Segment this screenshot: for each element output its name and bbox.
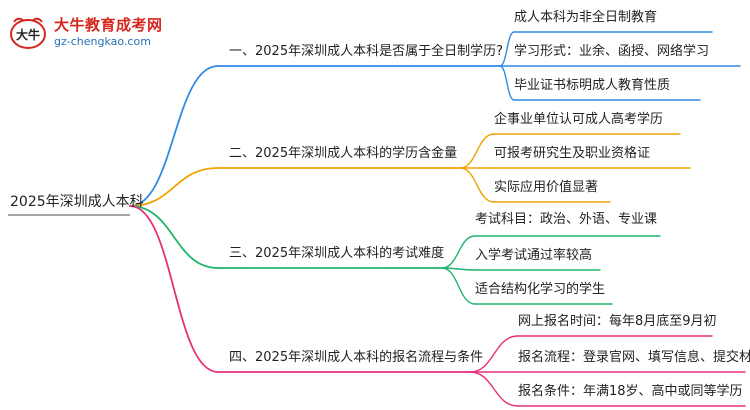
branch-1-leaf-3-connector	[499, 65, 515, 101]
branch-2-label: 二、2025年深圳成人本科的学历含金量	[229, 146, 458, 161]
site-url: gz-chengkao.com	[54, 35, 151, 48]
bull-logo-icon: 大牛	[10, 17, 46, 49]
branch-4-label: 四、2025年深圳成人本科的报名流程与条件	[229, 350, 484, 365]
branch-1-leaf-1: 成人本科为非全日制教育	[514, 10, 658, 25]
branch-4-leaf-3: 报名条件：年满18岁、高中或同等学历	[518, 384, 743, 399]
branch-3-leaf-3: 适合结构化学习的学生	[475, 282, 606, 297]
site-name: 大牛教育成考网	[54, 16, 163, 34]
branch-3-connector	[129, 205, 219, 269]
branch-2-leaf-2: 可报考研究生及职业资格证	[494, 146, 651, 161]
branch-4-leaf-3-connector	[469, 371, 519, 407]
branch-2-leaf-3: 实际应用价值显著	[494, 180, 599, 195]
site-logo[interactable]: 大牛 大牛教育成考网 gz-chengkao.com	[8, 12, 178, 52]
branch-4-leaf-2: 报名流程：登录官网、填写信息、提交材料	[518, 350, 750, 365]
branch-3-leaf-1-connector	[441, 235, 476, 269]
branch-1-label: 一、2025年深圳成人本科是否属于全日制学历?	[229, 44, 503, 59]
branch-2-connector	[129, 167, 219, 207]
branch-3-leaf-2: 入学考试通过率较高	[475, 248, 593, 263]
branch-2-leaf-1: 企事业单位认可成人高考学历	[494, 112, 664, 127]
branch-1-connector	[129, 65, 219, 207]
root-topic: 2025年深圳成人本科	[10, 194, 144, 210]
branch-4-leaf-1-connector	[469, 335, 519, 373]
branch-3-label: 三、2025年深圳成人本科的考试难度	[229, 246, 445, 261]
branch-1-leaf-3: 毕业证书标明成人教育性质	[514, 78, 671, 93]
branch-2-leaf-1-connector	[459, 133, 495, 169]
branch-1-leaf-1-connector	[499, 31, 515, 67]
branch-4-leaf-1: 网上报名时间：每年8月底至9月初	[518, 314, 717, 329]
branch-4-connector	[129, 205, 219, 373]
branch-2-leaf-3-connector	[459, 167, 495, 203]
svg-text:大牛: 大牛	[16, 27, 40, 42]
branch-3-leaf-3-connector	[441, 267, 476, 305]
branch-1-leaf-2: 学习形式：业余、函授、网络学习	[514, 44, 710, 59]
branch-3-leaf-1: 考试科目：政治、外语、专业课	[475, 212, 658, 227]
